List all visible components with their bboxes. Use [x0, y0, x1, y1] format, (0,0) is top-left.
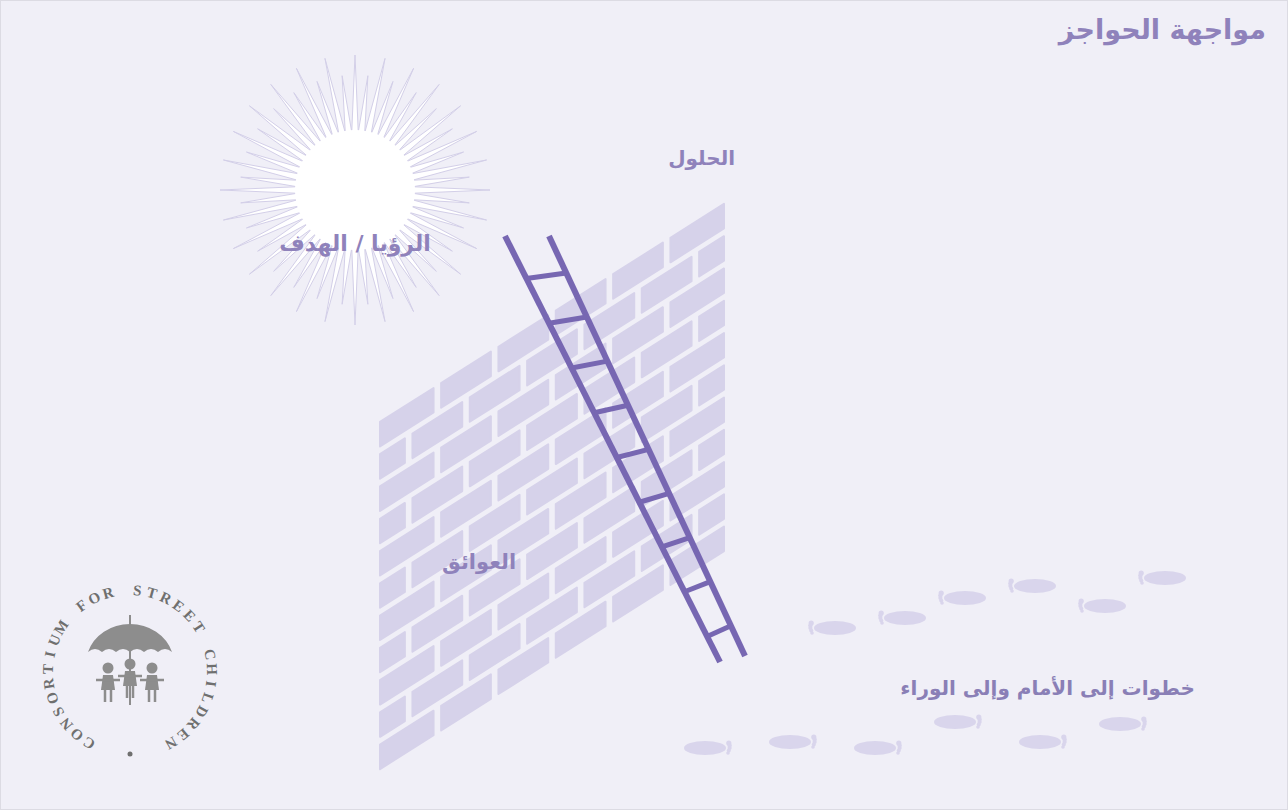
ladder-rung [572, 361, 608, 368]
ladder-rung [527, 273, 567, 279]
ladder-rail [505, 236, 720, 662]
logo-separator [128, 752, 133, 757]
child-limbs [96, 680, 120, 702]
footprint-toe [976, 725, 980, 729]
footprint-sole [1014, 579, 1056, 593]
footprint [1008, 578, 1056, 593]
ladder-rung [707, 626, 731, 637]
footprint-sole [854, 741, 896, 755]
footprint-sole [884, 611, 926, 625]
footprint-sole [1084, 599, 1126, 613]
ladder-rung [594, 405, 628, 413]
solutions-label: الحلول [668, 146, 735, 170]
child-body [101, 675, 115, 690]
child-body [123, 671, 137, 686]
footprint [1078, 598, 1126, 613]
footprints [684, 570, 1186, 755]
title: مواجهة الحواجز [1059, 14, 1266, 45]
footprint [1138, 570, 1186, 585]
child-head [125, 659, 136, 670]
footprint [854, 740, 902, 755]
obstacle-wall: العوائق [380, 200, 725, 775]
child-limbs [118, 676, 142, 698]
logo-letter: S [129, 581, 147, 600]
child-head [103, 663, 114, 674]
logo-letter: R [39, 675, 59, 693]
child-body [145, 675, 159, 690]
brick [498, 638, 548, 694]
logo-letter [114, 581, 132, 600]
vision-label: الرؤيا / الهدف [279, 231, 431, 256]
steps-label: خطوات إلى الأمام وإلى الوراء [900, 676, 1195, 700]
child-head [147, 663, 158, 674]
footprint [1099, 716, 1147, 731]
footprint [684, 740, 732, 755]
footprint-toe [1141, 727, 1145, 731]
footprint-toe [940, 601, 944, 605]
logo-letter: H [203, 661, 222, 678]
ladder-rung [549, 317, 587, 323]
ladder-rail [549, 236, 745, 656]
footprint-toe [726, 751, 730, 755]
ladder-rung [617, 449, 649, 457]
footprint [938, 590, 986, 605]
brick [380, 711, 434, 769]
footprint-toe [1140, 581, 1144, 585]
footprint-sole [1099, 717, 1141, 731]
sun-star [220, 55, 490, 325]
footprint-toe [1080, 609, 1084, 613]
footprint [808, 620, 856, 635]
footprint [878, 610, 926, 625]
footprint-sole [814, 621, 856, 635]
logo-letter: T [39, 661, 58, 678]
footprint-sole [1144, 571, 1186, 585]
sun-rays [205, 40, 505, 340]
footprint [934, 714, 982, 729]
child-limbs [140, 680, 164, 702]
footprint-toe [811, 745, 815, 749]
footprint-sole [944, 591, 986, 605]
footprint-sole [1019, 735, 1061, 749]
footprint [1019, 734, 1067, 749]
brick-wall [380, 200, 725, 775]
brick [613, 565, 663, 621]
footprint-sole [769, 735, 811, 749]
footprint-toe [810, 631, 814, 635]
ladder-rung [685, 582, 711, 592]
logo-letter: I [201, 675, 221, 693]
obstacle-label: العوائق [442, 550, 516, 574]
logo-figure [88, 615, 172, 757]
footprint-sole [934, 715, 976, 729]
vision-sun: الرؤيا / الهدف [205, 40, 505, 340]
footprint-toe [1010, 589, 1014, 593]
ladder-rung [639, 493, 669, 502]
ladder-rung [662, 538, 690, 547]
footprint-toe [880, 621, 884, 625]
brick [556, 602, 606, 658]
footprint-sole [684, 741, 726, 755]
footprint-toe [1061, 745, 1065, 749]
footprint [769, 734, 817, 749]
footprint-toe [896, 751, 900, 755]
brick [441, 674, 491, 730]
